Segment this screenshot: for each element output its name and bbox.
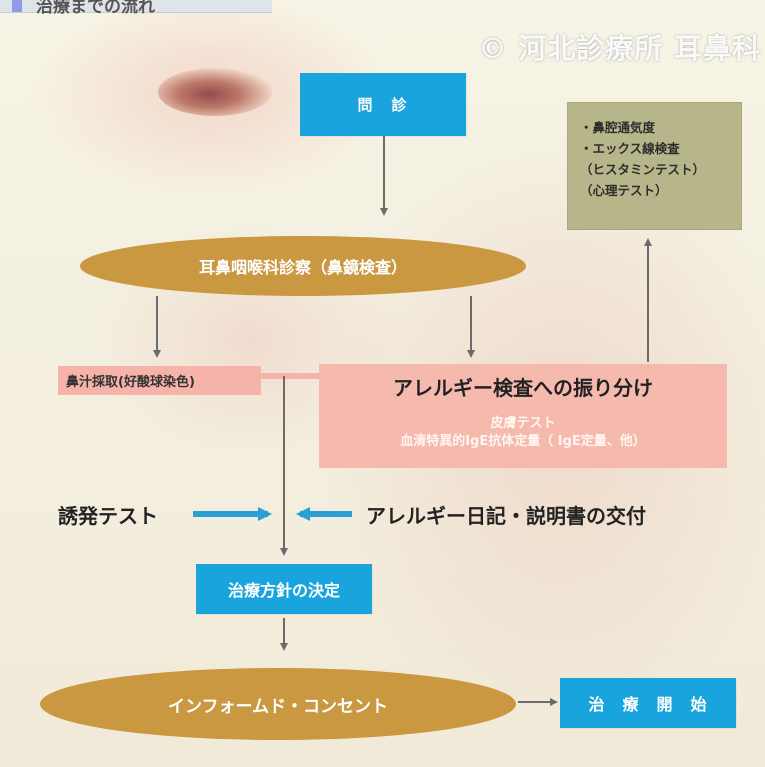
consent-label: インフォームド・コンセント	[168, 696, 388, 717]
allergy-sub-skin: 皮膚テスト	[490, 416, 556, 431]
diary-label: アレルギー日記・説明書の交付	[366, 504, 646, 528]
interview-box: 問 診	[300, 73, 466, 136]
additional-tests-box: ・鼻腔通気度 ・エックス線検査 （ヒスタミンテスト） （心理テスト）	[567, 102, 742, 230]
test-item: （ヒスタミンテスト）	[580, 162, 706, 177]
nasal-smear-box: 鼻汁採取(好酸球染色)	[58, 366, 261, 395]
header-tab: 治療までの流れ	[0, 0, 272, 17]
background-photo-mouth	[158, 68, 272, 116]
ent-exam-ellipse: 耳鼻咽喉科診察（鼻鏡検査）	[80, 236, 526, 296]
header-title: 治療までの流れ	[36, 0, 155, 17]
policy-label: 治療方針の決定	[227, 581, 340, 600]
nasal-smear-label: 鼻汁採取(好酸球染色)	[66, 375, 195, 390]
allergy-title: アレルギー検査への振り分け	[393, 376, 653, 400]
ent-exam-label: 耳鼻咽喉科診察（鼻鏡検査）	[198, 258, 407, 277]
consent-ellipse: インフォームド・コンセント	[40, 668, 516, 740]
header-marker	[12, 0, 22, 12]
test-item: ・鼻腔通気度	[580, 120, 656, 135]
provocation-test-label: 誘発テスト	[58, 504, 158, 528]
policy-box: 治療方針の決定	[196, 564, 372, 614]
allergy-sub-ige: 血清特異的IgE抗体定量（ IgE定量、他）	[400, 434, 646, 449]
interview-label: 問 診	[357, 96, 409, 114]
test-item: （心理テスト）	[580, 183, 668, 198]
test-item: ・エックス線検査	[580, 141, 680, 156]
treatment-start-box: 治 療 開 始	[560, 678, 736, 728]
allergy-test-box: アレルギー検査への振り分け 皮膚テスト 血清特異的IgE抗体定量（ IgE定量、…	[319, 364, 727, 468]
copyright-watermark: © 河北診療所 耳鼻科	[478, 32, 761, 65]
treatment-start-label: 治 療 開 始	[588, 695, 708, 714]
